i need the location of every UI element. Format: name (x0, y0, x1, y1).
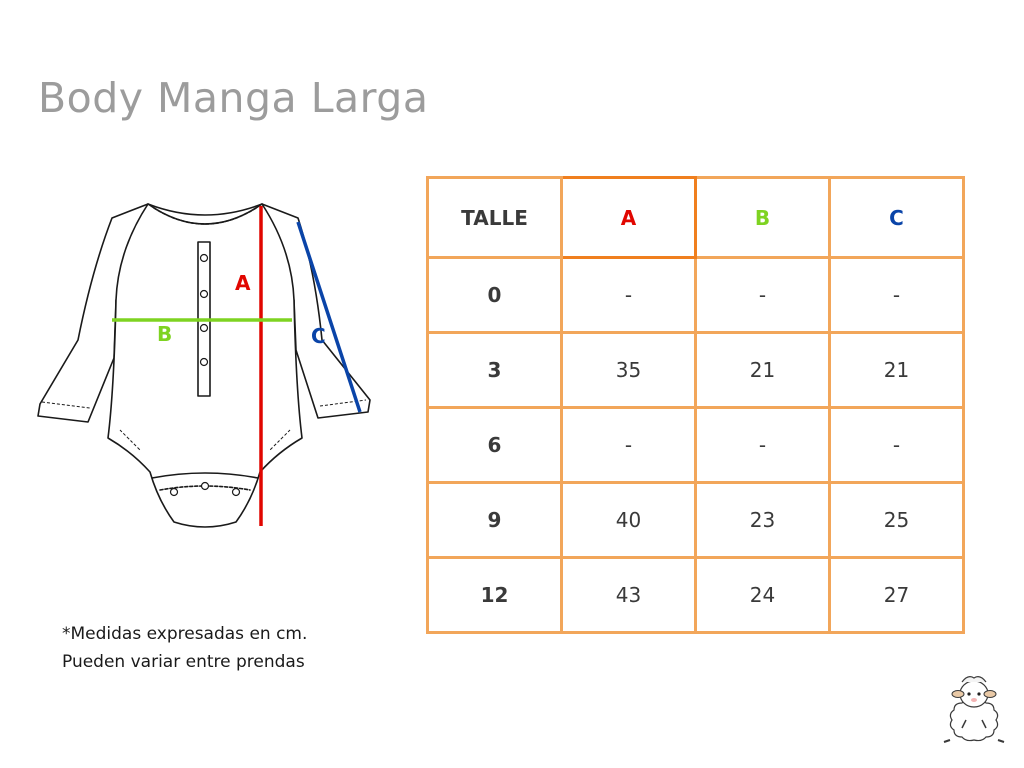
measurement-note: *Medidas expresadas en cm. Pueden variar… (62, 620, 307, 676)
value-c-cell: 25 (828, 481, 965, 559)
value-b-cell: - (694, 256, 831, 334)
size-cell: 3 (426, 331, 563, 409)
note-line-1: *Medidas expresadas en cm. (62, 624, 308, 644)
snap (199, 253, 209, 263)
snap (200, 481, 210, 491)
value-c-cell: 21 (828, 331, 965, 409)
value-b-cell: - (694, 406, 831, 484)
snap (169, 487, 179, 497)
table-row: 0 - - - (426, 256, 965, 334)
snap (199, 357, 209, 367)
value-b-cell: 24 (694, 556, 831, 634)
snap (231, 487, 241, 497)
header-c: C (828, 176, 965, 259)
size-cell: 0 (426, 256, 563, 334)
header-b: B (694, 176, 831, 259)
header-a: A (560, 176, 697, 259)
table-header-row: TALLE A B C (426, 176, 965, 259)
size-table: TALLE A B C 0 - - - 3 35 21 21 6 - - - 9… (426, 176, 965, 634)
measure-line-c (296, 221, 362, 413)
table-row: 9 40 23 25 (426, 481, 965, 559)
value-a-cell: - (560, 406, 697, 484)
value-c-cell: 27 (828, 556, 965, 634)
table-row: 12 43 24 27 (426, 556, 965, 634)
value-a-cell: 35 (560, 331, 697, 409)
sheep-mascot-logo (943, 676, 1005, 743)
size-cell: 12 (426, 556, 563, 634)
value-a-cell: 40 (560, 481, 697, 559)
value-b-cell: 21 (694, 331, 831, 409)
snap (199, 323, 209, 333)
size-cell: 6 (426, 406, 563, 484)
diagram-label-c: C (311, 324, 326, 348)
diagram-label-b: B (157, 322, 172, 346)
value-c-cell: - (828, 406, 965, 484)
note-line-2: Pueden variar entre prendas (62, 652, 305, 672)
value-a-cell: - (560, 256, 697, 334)
table-row: 3 35 21 21 (426, 331, 965, 409)
value-c-cell: - (828, 256, 965, 334)
value-b-cell: 23 (694, 481, 831, 559)
page-title: Body Manga Larga (38, 74, 429, 122)
diagram-label-a: A (235, 271, 251, 295)
snap (199, 289, 209, 299)
value-a-cell: 43 (560, 556, 697, 634)
table-row: 6 - - - (426, 406, 965, 484)
bodysuit-diagram: A B C (37, 203, 371, 528)
header-talle: TALLE (426, 176, 563, 259)
size-cell: 9 (426, 481, 563, 559)
